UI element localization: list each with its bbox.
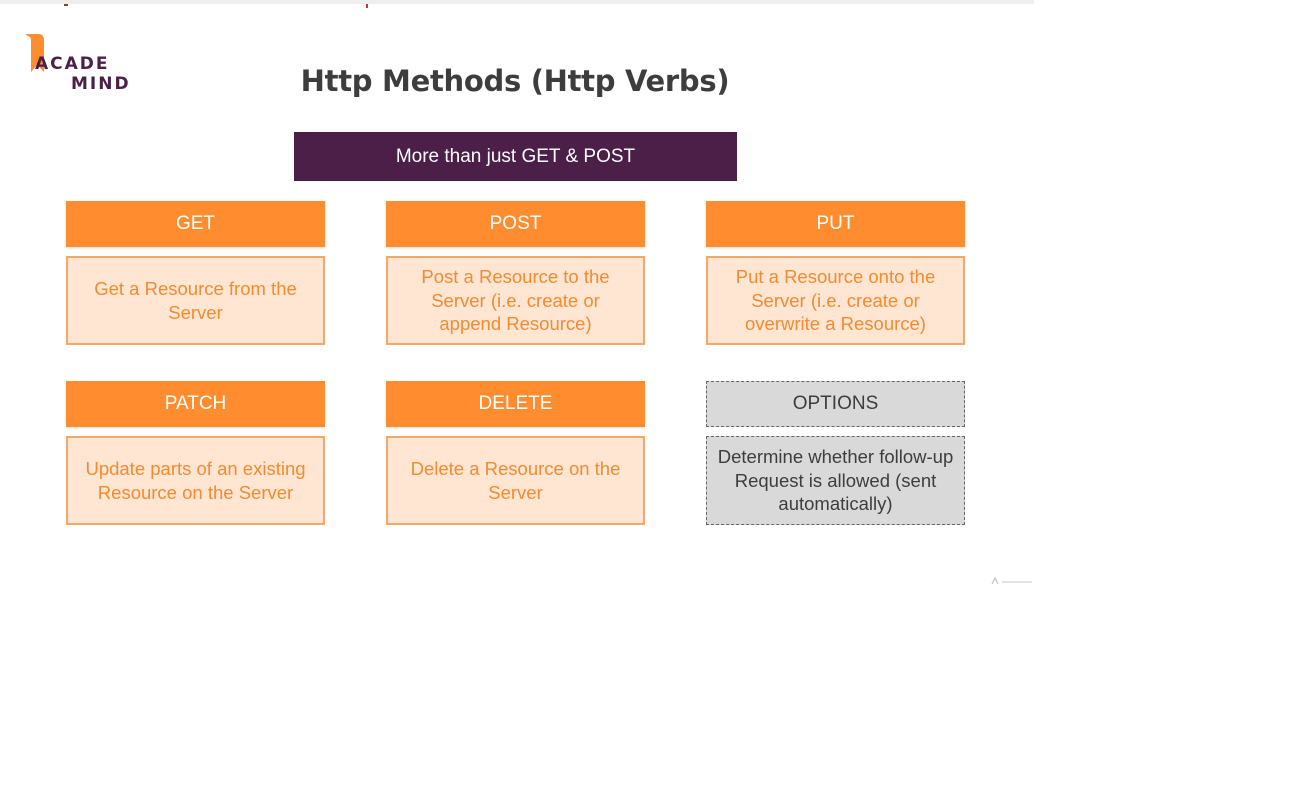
method-desc-put: Put a Resource onto the Server (i.e. cre… xyxy=(706,256,965,345)
method-header-patch: PATCH xyxy=(66,381,325,427)
banner: More than just GET & POST xyxy=(294,132,737,181)
method-desc-get: Get a Resource from the Server xyxy=(66,256,325,345)
top-edge-mark xyxy=(64,4,68,6)
method-header-options: OPTIONS xyxy=(706,381,965,427)
watermark-icon xyxy=(991,576,1032,585)
method-header-delete: DELETE xyxy=(386,381,645,427)
slide: ACADE MIND Http Methods (Http Verbs) Mor… xyxy=(0,0,1034,585)
logo-text-line1: ACADE xyxy=(35,54,110,74)
method-header-get: GET xyxy=(66,201,325,247)
video-progress-marker xyxy=(366,4,368,8)
logo-text-line2: MIND xyxy=(71,74,131,94)
banner-text: More than just GET & POST xyxy=(395,145,636,167)
slide-title: Http Methods (Http Verbs) xyxy=(300,64,730,98)
method-header-post: POST xyxy=(386,201,645,247)
method-desc-patch: Update parts of an existing Resource on … xyxy=(66,436,325,525)
academind-logo: ACADE MIND xyxy=(24,32,134,96)
method-desc-post: Post a Resource to the Server (i.e. crea… xyxy=(386,256,645,345)
logo-bookmark-icon xyxy=(25,34,44,72)
method-desc-delete: Delete a Resource on the Server xyxy=(386,436,645,525)
method-header-put: PUT xyxy=(706,201,965,247)
method-desc-options: Determine whether follow-up Request is a… xyxy=(706,436,965,525)
